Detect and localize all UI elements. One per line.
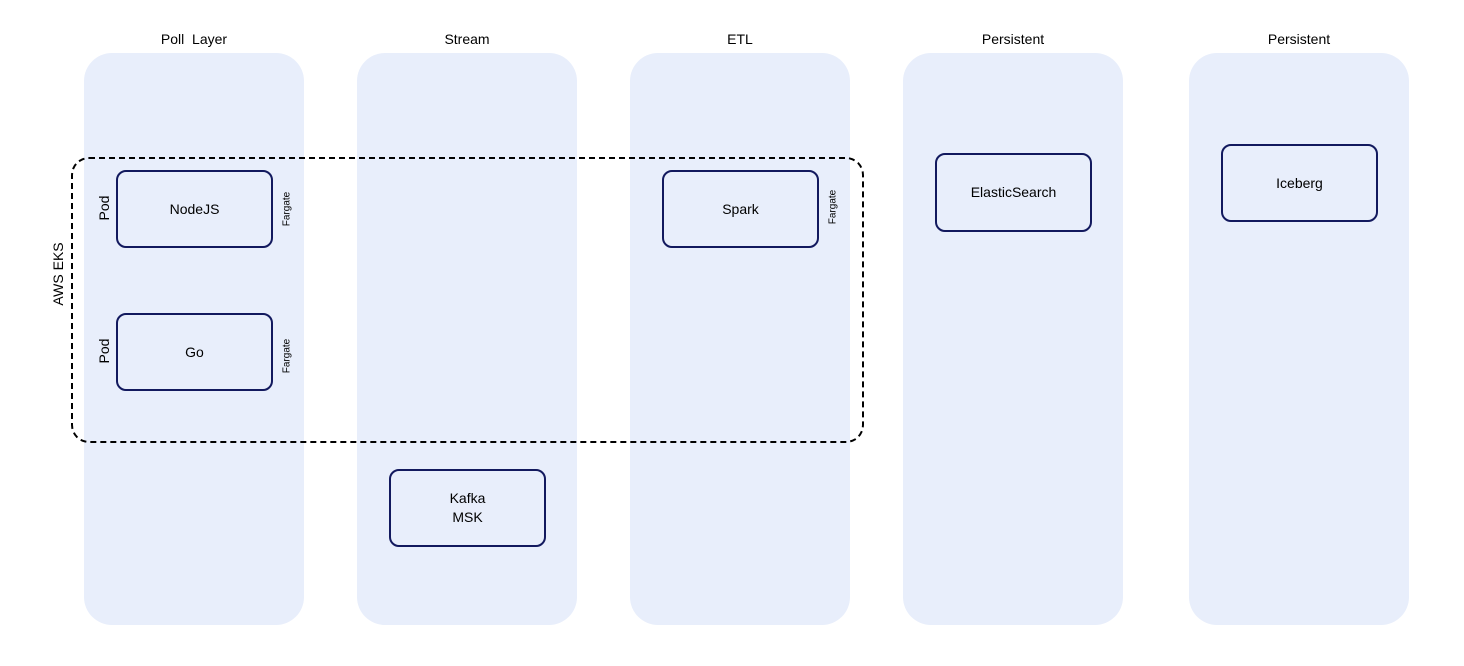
node-nodejs-fargate-label: Fargate — [281, 191, 293, 227]
node-spark-fargate-label: Fargate — [827, 189, 839, 225]
lane-title-persistent-1: Persistent — [981, 31, 1045, 47]
lane-title-etl: ETL — [727, 31, 753, 47]
node-spark-label: Spark — [722, 200, 759, 217]
node-elasticsearch-label: ElasticSearch — [970, 184, 1057, 200]
lane-title-stream: Stream — [444, 31, 490, 47]
node-elasticsearch[interactable]: ElasticSearch — [935, 153, 1092, 232]
lane-title-poll-layer: Poll Layer — [160, 31, 228, 47]
node-go[interactable]: Go — [116, 313, 273, 391]
node-go-label: Go — [185, 343, 204, 360]
node-spark[interactable]: Spark — [662, 170, 819, 248]
aws-eks-group[interactable] — [71, 157, 864, 443]
lane-etl — [630, 53, 850, 625]
node-nodejs-pod-label: Pod — [96, 195, 112, 221]
node-iceberg-label: Iceberg — [1276, 174, 1323, 191]
node-kafka-msk[interactable]: Kafka MSK — [389, 469, 546, 547]
aws-eks-group-label: AWS EKS — [50, 242, 66, 306]
node-iceberg[interactable]: Iceberg — [1221, 144, 1378, 222]
lane-title-persistent-2: Persistent — [1267, 31, 1331, 47]
node-nodejs-label: NodeJS — [169, 200, 220, 217]
node-go-fargate-label: Fargate — [281, 338, 293, 374]
node-go-pod-label: Pod — [96, 338, 112, 364]
node-kafka-msk-label: Kafka MSK — [449, 490, 486, 525]
lane-persistent-1 — [903, 53, 1123, 625]
lane-persistent-2 — [1189, 53, 1409, 625]
node-nodejs[interactable]: NodeJS — [116, 170, 273, 248]
